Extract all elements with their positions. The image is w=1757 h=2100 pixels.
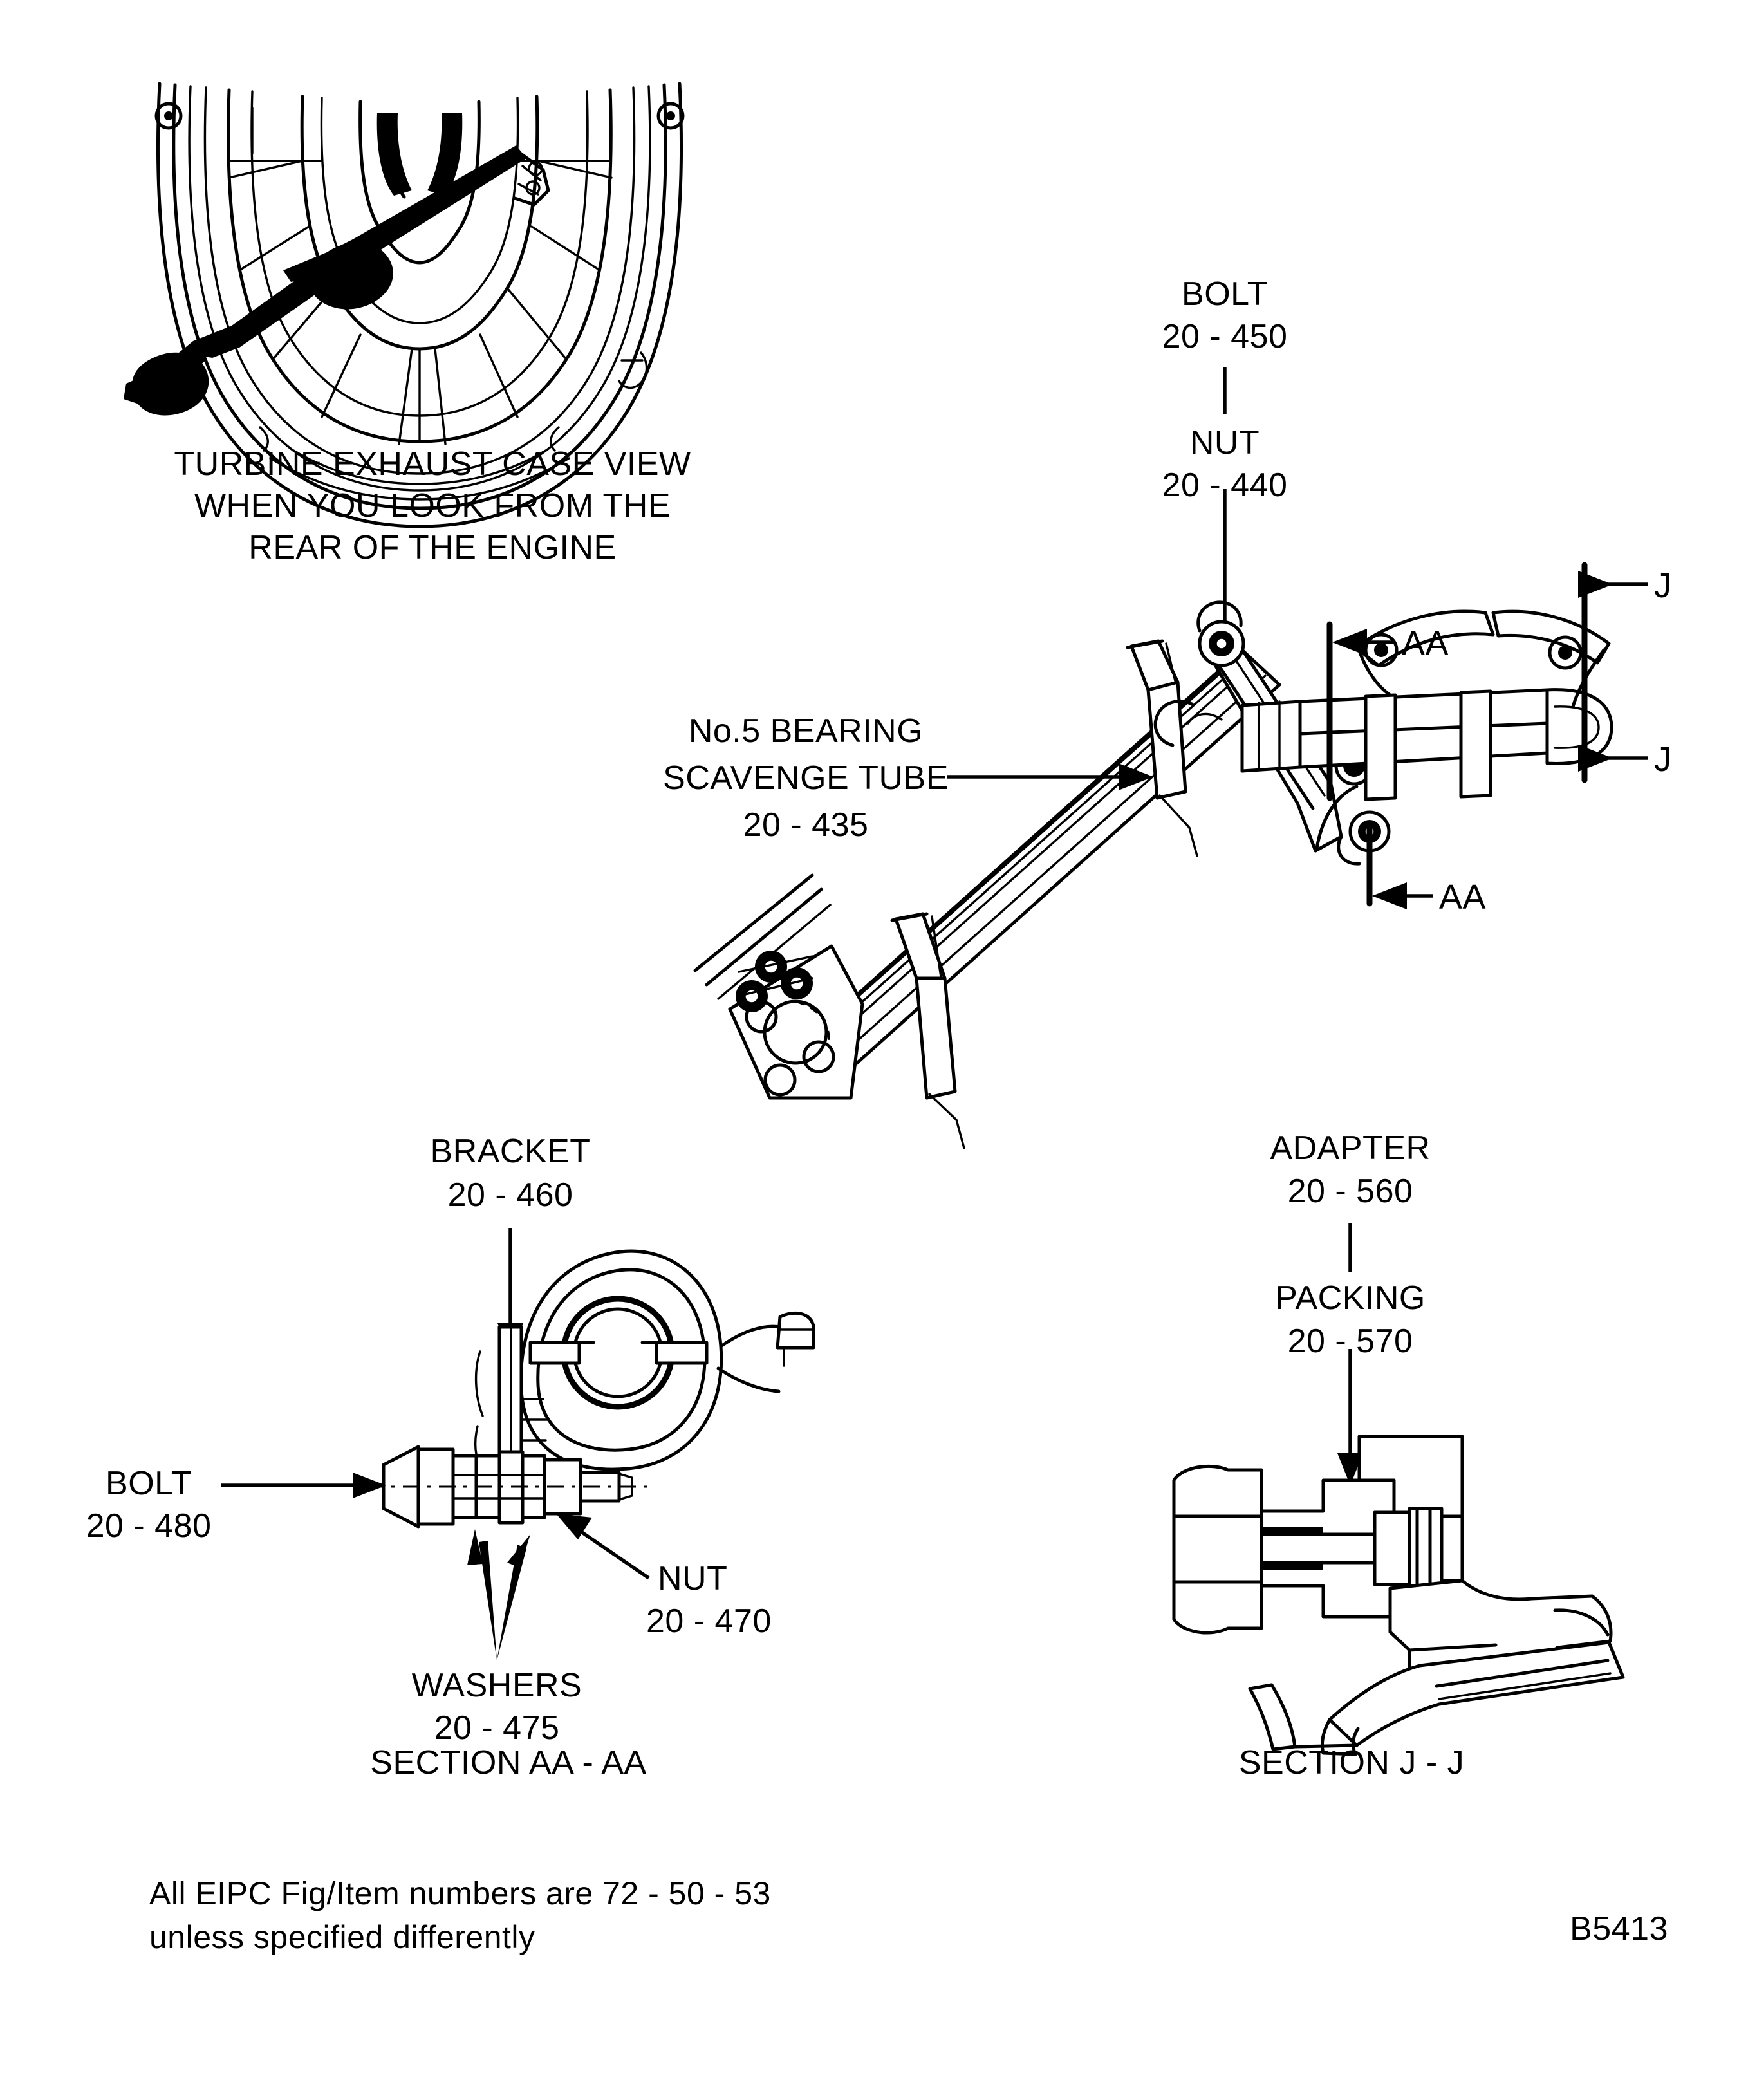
callout-adapter-jj-name: ADAPTER xyxy=(1270,1129,1431,1167)
callout-bracket-item: 20 - 460 xyxy=(447,1176,573,1214)
callout-scavenge-tube-item: 20 - 435 xyxy=(743,806,869,844)
footer-note-line-2: unless specified differently xyxy=(149,1919,535,1955)
callout-bolt-top-name: BOLT xyxy=(1182,275,1268,313)
main-assembly-view xyxy=(693,562,1648,1149)
section-aa-caption: SECTION AA - AA xyxy=(370,1744,647,1781)
callout-bracket-name: BRACKET xyxy=(430,1133,591,1170)
case-wall xyxy=(693,873,832,1000)
callout-nut-top-name: NUT xyxy=(1189,424,1260,461)
scavenge-tube-leader xyxy=(947,763,1153,790)
turbine-case-caption-line-3: REAR OF THE ENGINE xyxy=(248,529,617,566)
section-jj-caption: SECTION J - J xyxy=(1238,1744,1465,1781)
section-mark-j-bottom: J xyxy=(1654,740,1672,779)
section-aa-cut-lower xyxy=(1366,822,1433,909)
callout-nut-aa-name: NUT xyxy=(658,1560,728,1597)
bracket-leader xyxy=(497,1228,523,1357)
section-mark-aa-bottom: AA xyxy=(1439,878,1487,916)
tube-mounting-flange xyxy=(728,944,864,1100)
bolt-nut-washer-stack xyxy=(367,1445,654,1529)
callout-scavenge-tube-line-2: SCAVENGE TUBE xyxy=(663,759,949,797)
callout-washers-aa-item: 20 - 475 xyxy=(434,1709,560,1747)
case-strut-upper xyxy=(1126,639,1198,857)
turbine-case-caption-line-2: WHEN YOU LOOK FROM THE xyxy=(194,487,671,525)
callout-bolt-top-item: 20 - 450 xyxy=(1162,318,1288,355)
washers-aa-leader xyxy=(467,1529,530,1660)
footer-note-line-1: All EIPC Fig/Item numbers are 72 - 50 - … xyxy=(149,1875,771,1911)
section-mark-j-top: J xyxy=(1654,566,1672,605)
drawing-number: B5413 xyxy=(1570,1910,1668,1947)
section-aa-cut-upper xyxy=(1326,621,1395,801)
callout-adapter-jj-item: 20 - 560 xyxy=(1287,1173,1413,1210)
nut-aa-leader xyxy=(556,1514,650,1580)
callout-bolt-aa-item: 20 - 480 xyxy=(86,1507,212,1545)
callout-nut-aa-item: 20 - 470 xyxy=(646,1603,772,1640)
bolt-aa-leader xyxy=(221,1473,386,1498)
manifold-tube xyxy=(1153,688,1613,801)
callout-packing-jj-name: PACKING xyxy=(1275,1279,1426,1317)
section-jj-cut-line xyxy=(1578,562,1648,783)
bracket-arm xyxy=(1196,600,1391,866)
case-strut-lower xyxy=(890,912,965,1149)
callout-washers-aa-name: WASHERS xyxy=(411,1667,582,1704)
case-rib-right xyxy=(1353,609,1611,709)
callout-bolt-aa-name: BOLT xyxy=(106,1465,192,1502)
callout-scavenge-tube-line-1: No.5 BEARING xyxy=(688,712,924,750)
bolt-nut-leader-group xyxy=(1213,367,1237,656)
turbine-case-caption-line-1: TURBINE EXHAUST CASE VIEW xyxy=(174,445,691,483)
section-mark-aa-top: AA xyxy=(1402,624,1449,663)
callout-nut-top-item: 20 - 440 xyxy=(1162,467,1288,504)
callout-packing-jj-item: 20 - 570 xyxy=(1287,1323,1413,1360)
